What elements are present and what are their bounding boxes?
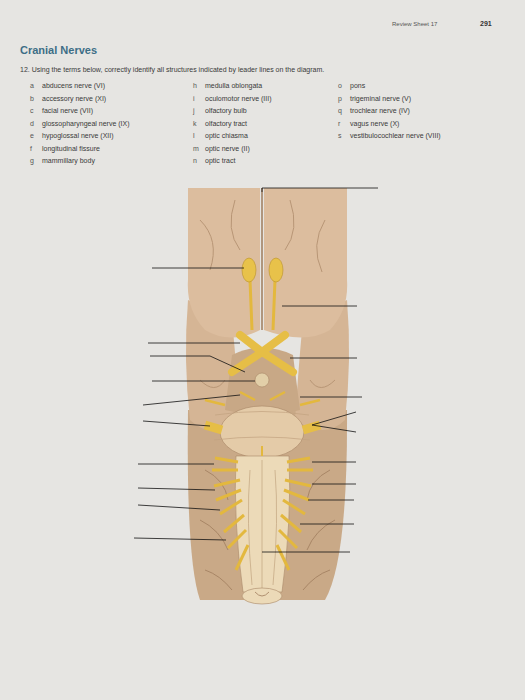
leader-lines-part [134, 538, 226, 540]
term-letter: h [193, 82, 197, 90]
term-label: medulla oblongata [205, 82, 262, 90]
cranial-nerves-part [269, 258, 283, 282]
term-label: longitudinal fissure [42, 145, 100, 153]
term-label: optic nerve (II) [205, 145, 250, 153]
term-letter: l [193, 132, 195, 140]
leader-lines-part [152, 381, 255, 382]
instruction-text: 12. Using the terms below, correctly ide… [20, 66, 324, 74]
term-label: abducens nerve (VI) [42, 82, 105, 90]
cranial-nerves-part [255, 592, 269, 596]
term-letter: q [338, 107, 342, 115]
term-label: glossopharyngeal nerve (IX) [42, 120, 130, 128]
worksheet-title: Cranial Nerves [20, 44, 97, 56]
term-label: vagus nerve (X) [350, 120, 399, 128]
leader-lines-part [138, 488, 215, 490]
cranial-nerves-part [255, 373, 269, 387]
term-label: trigeminal nerve (V) [350, 95, 411, 103]
leader-lines-part [143, 421, 210, 426]
term-label: accessory nerve (XI) [42, 95, 106, 103]
term-label: facial nerve (VII) [42, 107, 93, 115]
cranial-nerves-part [242, 258, 256, 282]
cranial-nerves-part [250, 280, 275, 330]
brain-base-part [261, 188, 263, 330]
leader-lines-part [300, 397, 362, 398]
cranial-nerves-part [261, 446, 263, 456]
term-letter: c [30, 107, 34, 115]
leader-lines-part [262, 188, 378, 192]
term-label: vestibulocochlear nerve (VIII) [350, 132, 441, 140]
term-letter: k [193, 120, 197, 128]
leader-lines-part [312, 412, 356, 432]
page-number: 291 [480, 20, 492, 28]
leader-lines-part [138, 464, 214, 465]
term-label: mammillary body [42, 157, 95, 165]
term-label: oculomotor nerve (III) [205, 95, 272, 103]
cranial-nerves-part [232, 335, 293, 372]
cranial-nerves-part [205, 392, 320, 405]
leader-lines-part [290, 358, 357, 359]
cranial-nerves-part [248, 460, 276, 590]
leader-lines-part [152, 268, 244, 269]
term-letter: d [30, 120, 34, 128]
term-letter: i [193, 95, 195, 103]
term-letter: b [30, 95, 34, 103]
cranial-nerves-part [242, 588, 282, 604]
cranial-nerves-part [205, 425, 320, 430]
brain-base [186, 188, 349, 600]
term-letter: o [338, 82, 342, 90]
leader-lines-part [282, 306, 357, 307]
leader-lines-part [312, 462, 356, 463]
term-letter: j [193, 107, 195, 115]
cranial-nerves-part [220, 406, 304, 458]
running-header: Review Sheet 17 [392, 21, 437, 28]
leader-lines-part [143, 395, 240, 405]
term-label: trochlear nerve (IV) [350, 107, 410, 115]
brain-base-part [264, 188, 347, 338]
brain-base-part [188, 188, 260, 338]
term-letter: p [338, 95, 342, 103]
term-letter: m [193, 145, 199, 153]
cranial-nerves-part [235, 456, 289, 592]
cranial-nerves-part [212, 458, 248, 570]
leader-lines-part [312, 484, 356, 485]
term-letter: r [338, 120, 340, 128]
term-letter: a [30, 82, 34, 90]
leader-lines [134, 188, 378, 552]
term-letter: g [30, 157, 34, 165]
leader-lines-part [308, 500, 354, 501]
term-label: olfactory bulb [205, 107, 247, 115]
term-label: optic chiasma [205, 132, 248, 140]
term-label: olfactory tract [205, 120, 247, 128]
leader-lines-part [138, 505, 220, 510]
leader-lines-part [262, 552, 350, 553]
cranial-nerves-part [277, 458, 313, 570]
term-label: optic tract [205, 157, 235, 165]
leader-lines-part [150, 356, 245, 372]
term-label: pons [350, 82, 365, 90]
cranial-nerves-part [214, 412, 310, 441]
term-letter: s [338, 132, 342, 140]
leader-lines-part [148, 343, 240, 344]
term-label: hypoglossal nerve (XII) [42, 132, 114, 140]
term-letter: e [30, 132, 34, 140]
brain-base-part [200, 200, 335, 388]
term-letter: n [193, 157, 197, 165]
leader-lines-part [300, 524, 354, 525]
term-letter: f [30, 145, 32, 153]
